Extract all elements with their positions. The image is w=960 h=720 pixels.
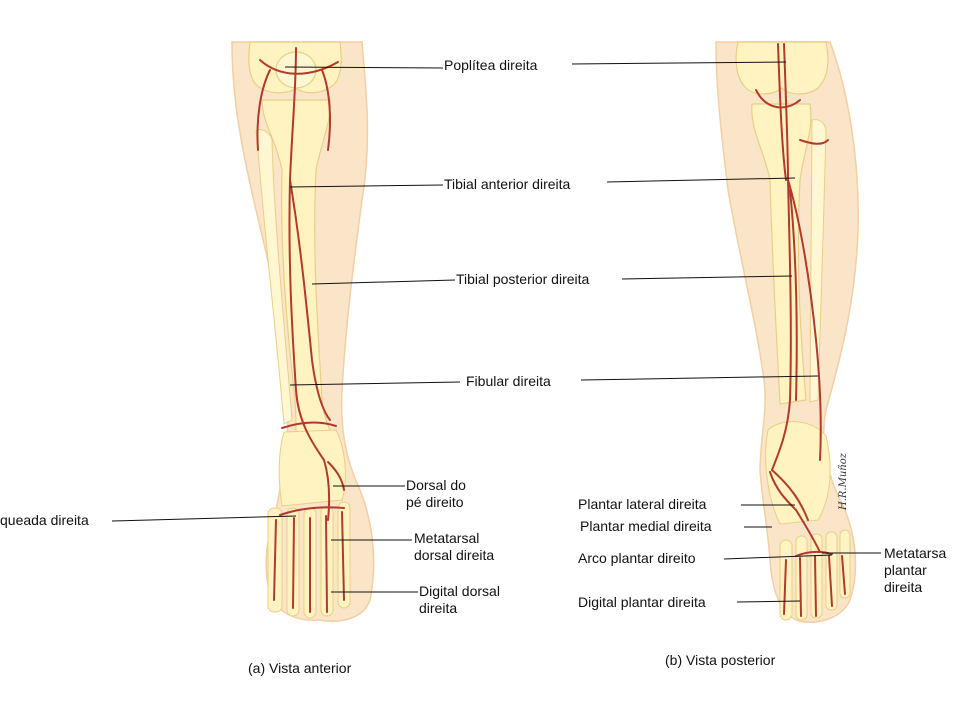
label-plantar-lateral: Plantar lateral direita [578,496,706,513]
label-tibial-posterior: Tibial posterior direita [456,271,589,288]
label-tibial-anterior: Tibial anterior direita [444,176,570,193]
label-poplitea: Poplítea direita [444,57,537,74]
label-dorsal-pe-line2: pé direito [406,494,464,511]
label-metatarsal-plantar-line3: direita [884,579,922,596]
artist-signature: H.R.Muñoz [838,452,849,511]
label-arco-plantar: Arco plantar direito [578,550,696,567]
label-plantar-medial: Plantar medial direita [580,518,712,535]
label-digital-dorsal-line1: Digital dorsal [419,583,500,600]
label-dorsal-pe-line1: Dorsal do [406,477,466,494]
caption-posterior-view: (b) Vista posterior [665,652,775,669]
anterior-view [232,42,374,621]
posterior-femur [736,42,828,94]
label-fibular: Fibular direita [466,373,551,390]
label-metatarsal-dorsal-line2: dorsal direita [414,547,494,564]
label-metatarsal-dorsal-line1: Metatarsal [414,530,479,547]
label-digital-plantar: Digital plantar direita [578,594,706,611]
label-metatarsal-plantar-line2: plantar [884,562,927,579]
label-arqueada: queada direita [0,512,89,529]
label-metatarsal-plantar-line1: Metatarsa [884,545,946,562]
label-digital-dorsal-line2: direita [419,600,457,617]
caption-anterior-view: (a) Vista anterior [248,660,351,677]
posterior-view [716,42,858,622]
